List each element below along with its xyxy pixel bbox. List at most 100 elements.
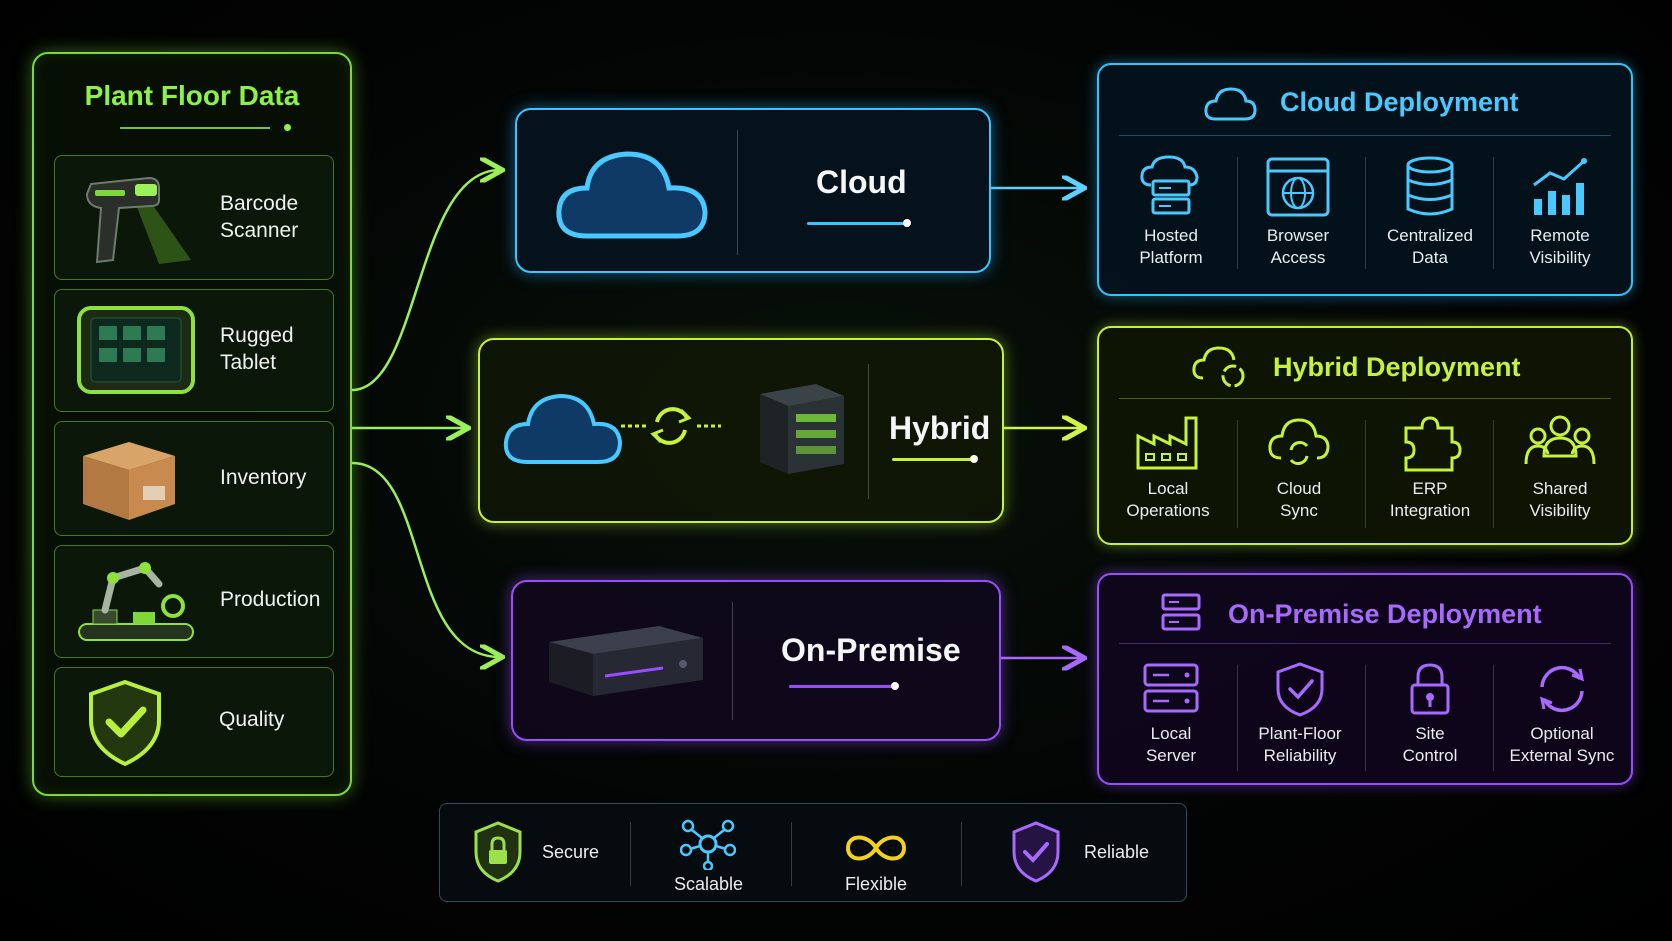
- source-inventory-label: Inventory: [220, 466, 307, 489]
- feature-label-line1: Optional: [1530, 724, 1594, 743]
- onprem-deployment-panel: On-Premise Deployment Local Server Plant…: [1097, 573, 1633, 785]
- source-barcode-line1: Barcode: [220, 192, 299, 215]
- feature-label-line2: Platform: [1139, 248, 1203, 267]
- feature-label-line1: Remote: [1530, 226, 1590, 245]
- sync-icon: [621, 407, 721, 445]
- plant-floor-panel: Plant Floor Data Barcode Scanner Rugged …: [32, 52, 352, 796]
- mode-hybrid-label: Hybrid: [889, 410, 991, 446]
- server-outline-icon: [1161, 593, 1201, 631]
- feature-optional-external-sync: Optional External Sync: [1495, 661, 1629, 767]
- source-quality[interactable]: Quality: [54, 667, 334, 777]
- feature-separator: [1237, 665, 1238, 771]
- server-appliance-icon: [549, 626, 703, 696]
- source-rugged-tablet[interactable]: Rugged Tablet: [54, 289, 334, 412]
- hybrid-underline-dot: [970, 455, 978, 463]
- title-rule: [120, 127, 270, 129]
- cloud-sync-icon: [1268, 418, 1330, 465]
- onprem-deployment-title: On-Premise Deployment: [1228, 599, 1542, 629]
- source-production[interactable]: Production: [54, 545, 334, 658]
- box-icon: [83, 442, 175, 520]
- benefit-secure-label: Secure: [542, 842, 600, 862]
- feature-separator: [1237, 420, 1238, 528]
- feature-label-line2: External Sync: [1509, 746, 1615, 765]
- onprem-underline: [789, 685, 893, 688]
- source-tablet-line2: Tablet: [220, 351, 277, 374]
- feature-label-line1: Cloud: [1276, 479, 1322, 498]
- benefit-separator: [961, 822, 962, 886]
- feature-label-line2: Control: [1402, 746, 1458, 765]
- feature-label-line2: Access: [1270, 248, 1326, 267]
- hybrid-separator: [868, 364, 869, 499]
- connector-to-cloud: [351, 170, 500, 392]
- title-dot: [284, 124, 291, 131]
- shield-check-icon: [1276, 662, 1324, 717]
- barcode-scanner-icon: [85, 176, 191, 264]
- feature-remote-visibility: Remote Visibility: [1496, 155, 1624, 269]
- benefit-reliable-label: Reliable: [1084, 842, 1150, 862]
- feature-site-control: Site Control: [1366, 661, 1494, 767]
- source-inventory[interactable]: Inventory: [54, 421, 334, 536]
- feature-erp-integration: ERP Integration: [1366, 414, 1494, 522]
- hybrid-deployment-panel: Hybrid Deployment Local Operations Cloud…: [1097, 326, 1633, 545]
- cloud-sync-outline-icon: [1192, 346, 1245, 388]
- feature-separator: [1365, 420, 1366, 528]
- feature-cloud-sync: Cloud Sync: [1235, 414, 1363, 522]
- source-production-label: Production: [220, 588, 321, 611]
- cloud-outline-icon: [1204, 87, 1257, 121]
- cloud-underline-dot: [903, 219, 911, 227]
- cloud-icon: [556, 151, 708, 239]
- onprem-separator: [732, 602, 733, 720]
- connector-to-onprem: [351, 461, 500, 657]
- feature-shared-visibility: Shared Visibility: [1496, 414, 1624, 522]
- feature-centralized-data: Centralized Data: [1366, 155, 1494, 269]
- lock-icon: [1410, 663, 1450, 715]
- feature-plant-floor-reliability: Plant-Floor Reliability: [1236, 661, 1364, 767]
- bar-chart-icon: [1533, 158, 1587, 215]
- hybrid-cloud-icon: [503, 393, 623, 464]
- feature-label-line1: Local: [1150, 724, 1192, 743]
- sync-icon: [1539, 665, 1585, 713]
- source-barcode-scanner[interactable]: Barcode Scanner: [54, 155, 334, 280]
- onprem-deployment-rule: [1119, 643, 1611, 644]
- feature-hosted-platform: Hosted Platform: [1107, 155, 1235, 269]
- feature-label-line1: Plant-Floor: [1258, 724, 1342, 743]
- plant-floor-title: Plant Floor Data: [84, 80, 300, 111]
- feature-separator: [1365, 665, 1366, 771]
- feature-label-line1: Site: [1415, 724, 1445, 743]
- robot-arm-icon: [78, 562, 194, 641]
- database-icon: [1406, 156, 1454, 216]
- feature-local-operations: Local Operations: [1104, 414, 1232, 522]
- mode-onprem-box[interactable]: On-Premise: [511, 580, 1001, 741]
- source-tablet-line1: Rugged: [220, 324, 294, 347]
- feature-label-line1: Browser: [1266, 226, 1330, 245]
- cloud-deployment-title: Cloud Deployment: [1280, 87, 1519, 117]
- cloud-deployment-rule: [1119, 135, 1611, 136]
- feature-label-line1: Centralized: [1387, 226, 1473, 245]
- cloud-deployment-panel: Cloud Deployment Hosted Platform Browser…: [1097, 63, 1633, 296]
- browser-globe-icon: [1266, 157, 1330, 217]
- shield-check-icon: [1012, 821, 1060, 883]
- source-quality-label: Quality: [219, 708, 285, 731]
- cloud-underline: [807, 222, 905, 225]
- feature-separator: [1237, 157, 1238, 269]
- server-rack-icon: [760, 384, 844, 474]
- puzzle-icon: [1404, 416, 1462, 472]
- shield-lock-icon: [474, 821, 522, 883]
- feature-label-line2: Visibility: [1529, 248, 1591, 267]
- mode-onprem-label: On-Premise: [781, 632, 961, 668]
- mode-hybrid-box[interactable]: Hybrid: [478, 338, 1004, 523]
- feature-separator: [1493, 665, 1494, 771]
- feature-label-line1: Shared: [1532, 479, 1588, 498]
- feature-label-line2: Data: [1412, 248, 1448, 267]
- benefit-scalable-label: Scalable: [674, 874, 744, 894]
- feature-label-line2: Integration: [1389, 501, 1471, 520]
- feature-browser-access: Browser Access: [1234, 155, 1362, 269]
- benefit-flexible-label: Flexible: [845, 874, 908, 894]
- mode-cloud-box[interactable]: Cloud: [515, 108, 991, 273]
- cloud-server-icon: [1140, 155, 1199, 215]
- feature-label-line1: Hosted: [1144, 226, 1198, 245]
- infinity-icon: [845, 835, 907, 861]
- rugged-tablet-icon: [77, 306, 195, 394]
- users-icon: [1524, 415, 1596, 465]
